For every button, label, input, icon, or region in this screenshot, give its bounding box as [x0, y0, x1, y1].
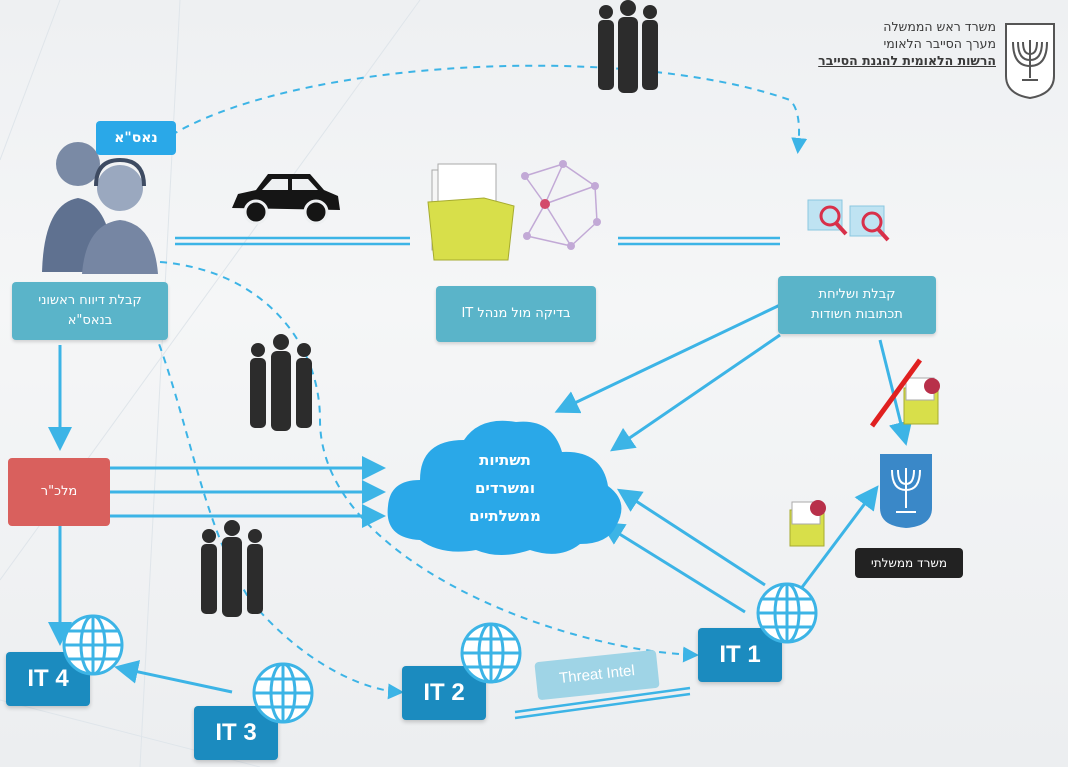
suspicious-addresses-label: קבלת ושליחת תכתובות חשודות [811, 287, 903, 322]
globe-icon [252, 662, 314, 724]
suspicious-addresses-box: קבלת ושליחת תכתובות חשודות [778, 276, 936, 334]
initial-report-label: קבלת דיווח ראשוני בנאס"א [38, 293, 142, 328]
cloud-label-box: תשתיות ומשרדים ממשלתיים [420, 436, 590, 540]
suspicious-file-icon [789, 500, 826, 547]
solid-arrows [48, 236, 913, 720]
emblem-icon [880, 454, 932, 528]
globe-icon [62, 614, 124, 676]
malcar-box: מלכ"ר [8, 458, 110, 526]
it-node-label: IT 2 [423, 679, 465, 706]
search-docs-icon [807, 199, 890, 242]
nasa-tag-label: נאס"א [114, 130, 158, 146]
people-icon [598, 0, 658, 93]
cloud-label: תשתיות ומשרדים ממשלתיים [469, 451, 541, 525]
it-manager-check-box: בדיקה מול מנהל IT [436, 286, 596, 342]
dashed-arrows [149, 64, 808, 700]
suspicious-file-icon [869, 358, 940, 428]
it-node-label: IT 1 [719, 641, 761, 668]
car-icon [232, 174, 340, 225]
it-manager-check-label: בדיקה מול מנהל IT [461, 306, 571, 321]
globe-icon [756, 582, 818, 644]
globe-icon [460, 622, 522, 684]
people-icon [250, 334, 312, 431]
gov-office-box: משרד ממשלתי [855, 548, 963, 578]
initial-report-box: קבלת דיווח ראשוני בנאס"א [12, 282, 168, 340]
header-line-2: מערך הסייבר הלאומי [883, 36, 997, 51]
cloud-icon [387, 420, 622, 555]
gov-office-label: משרד ממשלתי [871, 556, 947, 570]
it-node-1: IT 1 [698, 628, 782, 682]
emblem-icon [1005, 23, 1055, 100]
header-line-1: משרד ראש הממשלה [883, 19, 996, 34]
nasa-tag: נאס"א [96, 121, 176, 155]
it-node-label: IT 4 [27, 665, 69, 692]
malcar-label: מלכ"ר [40, 484, 78, 499]
org-header: משרד ראש הממשלה מערך הסייבר הלאומי הרשות… [766, 18, 996, 69]
call-center-icon [42, 142, 158, 274]
network-icon [521, 160, 601, 250]
people-icon [201, 520, 263, 617]
threat-intel-label: Threat Intel [558, 662, 636, 687]
it-node-label: IT 3 [215, 719, 257, 746]
header-line-3: הרשות הלאומית להגנת הסייבר [818, 53, 996, 68]
folder-icon [427, 163, 515, 261]
